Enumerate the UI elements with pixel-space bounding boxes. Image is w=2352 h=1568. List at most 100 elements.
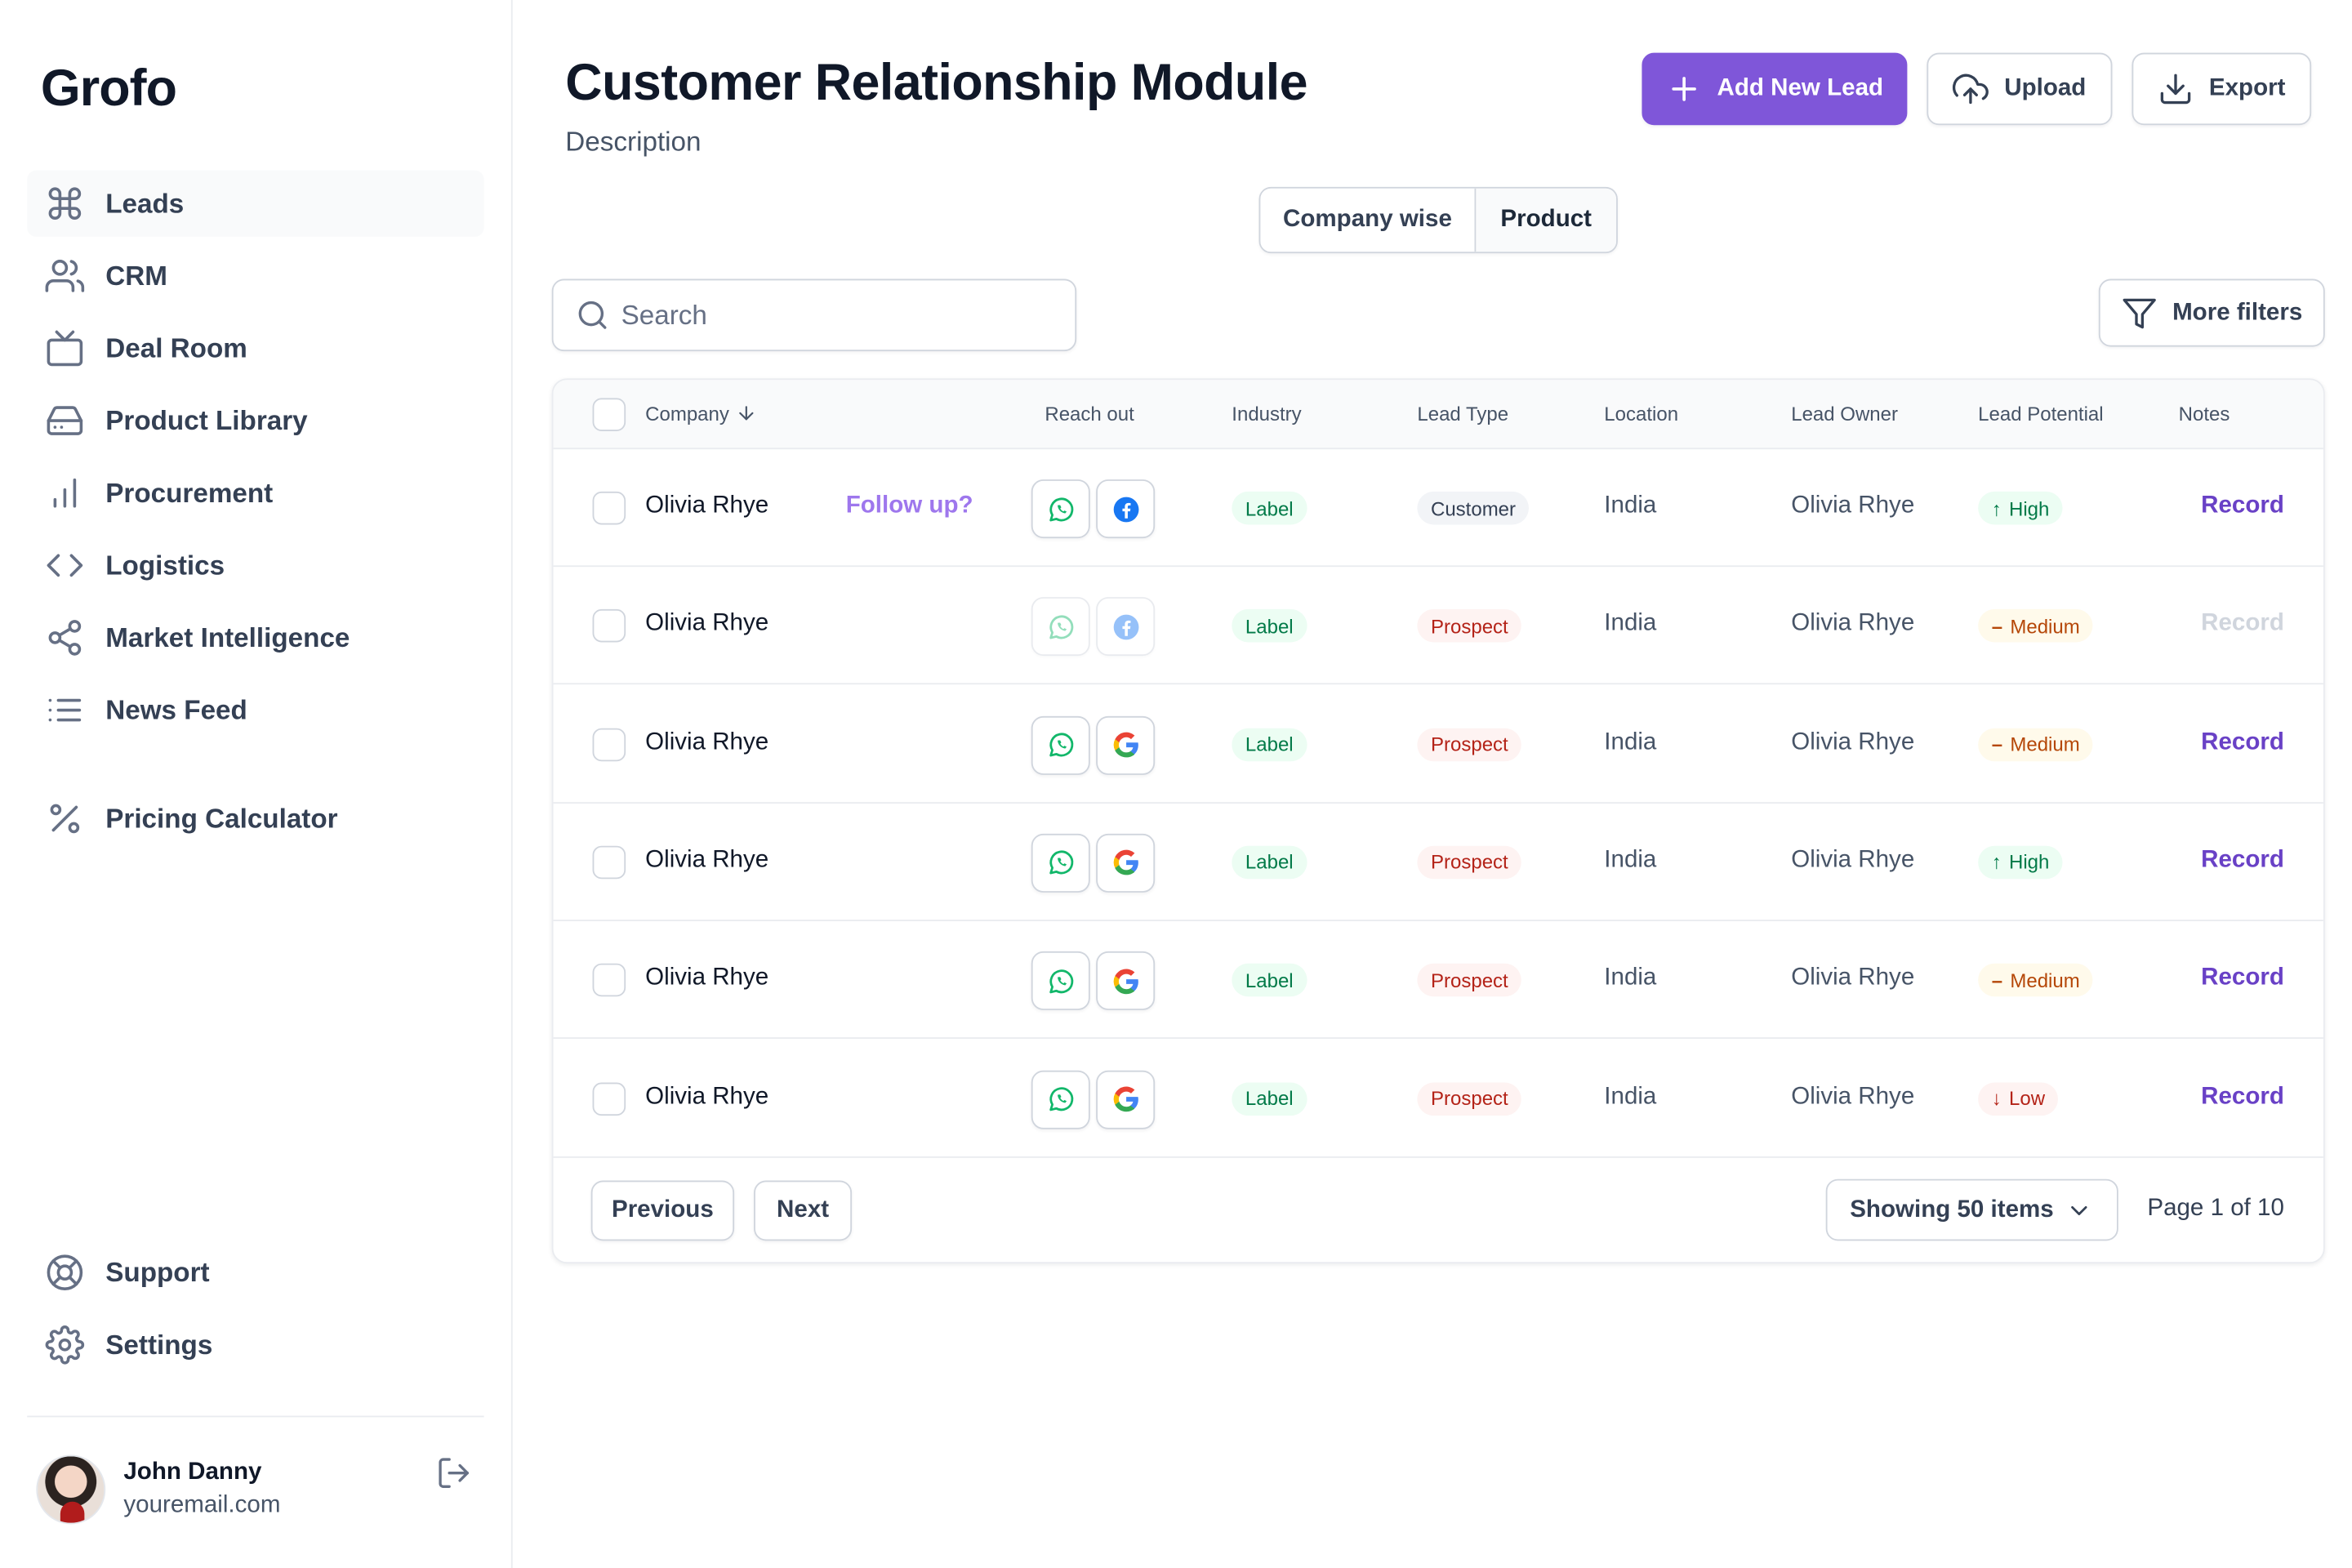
profile-email: youremail.com <box>123 1492 281 1519</box>
more-filters-button[interactable]: More filters <box>2098 278 2325 347</box>
facebook-icon <box>1111 494 1141 524</box>
sidebar-item-label: Settings <box>105 1329 213 1360</box>
lead-potential-label: Medium <box>2010 969 2080 992</box>
industry-badge: Label <box>1232 1081 1307 1116</box>
logout-icon[interactable] <box>436 1455 472 1491</box>
arrow-up-icon: ↑ <box>1991 497 2002 519</box>
google-icon <box>1111 1084 1141 1114</box>
sidebar-item-leads[interactable]: Leads <box>27 170 484 237</box>
record-link[interactable]: Record <box>2201 1083 2284 1109</box>
sidebar-item-pricing-calculator[interactable]: Pricing Calculator <box>27 786 483 852</box>
row-checkbox[interactable] <box>592 727 626 761</box>
company-name: Olivia Rhye <box>645 964 769 991</box>
whatsapp-button[interactable] <box>1031 1069 1090 1129</box>
company-name: Olivia Rhye <box>645 728 769 755</box>
row-checkbox[interactable] <box>592 964 626 997</box>
location-text: India <box>1604 492 1657 519</box>
location-text: India <box>1604 1083 1657 1109</box>
lead-type-badge: Prospect <box>1417 609 1522 644</box>
minus-icon: – <box>1991 969 2003 992</box>
arrow-down-icon <box>738 406 753 421</box>
bar-chart-icon <box>45 474 84 513</box>
row-checkbox[interactable] <box>592 1081 626 1116</box>
facebook-button[interactable] <box>1096 597 1156 657</box>
list-icon <box>45 691 84 730</box>
page-size-label: Showing 50 items <box>1850 1196 2054 1223</box>
sidebar-item-procurement[interactable]: Procurement <box>27 460 483 526</box>
whatsapp-button[interactable] <box>1031 597 1090 657</box>
lead-owner-text: Olivia Rhye <box>1791 611 1915 637</box>
sidebar-item-product-library[interactable]: Product Library <box>27 387 483 453</box>
sidebar-item-settings[interactable]: Settings <box>27 1312 483 1378</box>
google-button[interactable] <box>1096 1069 1156 1129</box>
sidebar-item-label: Product Library <box>105 404 308 435</box>
facebook-icon <box>1111 612 1141 642</box>
google-button[interactable] <box>1096 833 1156 893</box>
record-link[interactable]: Record <box>2201 492 2284 519</box>
sidebar-item-label: Leads <box>105 187 185 218</box>
row-checkbox[interactable] <box>592 845 626 880</box>
sidebar-item-news-feed[interactable]: News Feed <box>27 677 483 743</box>
row-checkbox[interactable] <box>592 491 626 525</box>
sidebar-item-logistics[interactable]: Logistics <box>27 532 483 599</box>
upload-button[interactable]: Upload <box>1927 52 2113 126</box>
industry-badge: Label <box>1232 727 1307 761</box>
lead-potential-label: Medium <box>2010 733 2080 756</box>
download-icon <box>2161 74 2191 105</box>
lead-potential-label: Low <box>2008 1087 2046 1110</box>
record-link[interactable]: Record <box>2201 611 2284 637</box>
toggle-product[interactable]: Product <box>1476 188 1617 252</box>
whatsapp-icon <box>1045 730 1076 760</box>
profile-name: John Danny <box>123 1459 262 1486</box>
sidebar-item-label: Pricing Calculator <box>105 803 338 833</box>
export-label: Export <box>2208 75 2286 101</box>
view-toggle: Company wise Product <box>1258 186 1618 254</box>
lead-potential-badge: –Medium <box>1978 609 2094 644</box>
arrow-up-icon: ↑ <box>1991 850 2002 874</box>
next-button[interactable]: Next <box>754 1180 853 1241</box>
sidebar-item-label: Support <box>105 1256 210 1287</box>
follow-up-link[interactable]: Follow up? <box>845 492 973 519</box>
whatsapp-button[interactable] <box>1031 479 1090 539</box>
arrow-down-icon: ↓ <box>1991 1087 2002 1110</box>
select-all-checkbox[interactable] <box>592 398 626 431</box>
export-button[interactable]: Export <box>2132 52 2312 126</box>
column-company[interactable]: Company <box>645 403 756 425</box>
company-name: Olivia Rhye <box>645 492 769 519</box>
lead-type-badge: Prospect <box>1417 845 1522 880</box>
previous-button[interactable]: Previous <box>590 1180 735 1241</box>
column-location: Location <box>1604 402 1679 425</box>
sidebar-item-support[interactable]: Support <box>27 1240 483 1306</box>
table-footer: Previous Next Showing 50 items Page 1 of… <box>554 1158 2323 1262</box>
page-indicator: Page 1 of 10 <box>2147 1195 2284 1222</box>
industry-badge: Label <box>1232 964 1307 997</box>
lead-owner-text: Olivia Rhye <box>1791 492 1915 519</box>
facebook-button[interactable] <box>1096 479 1156 539</box>
search-icon <box>578 301 607 329</box>
record-link[interactable]: Record <box>2201 728 2284 755</box>
life-buoy-icon <box>45 1253 84 1292</box>
sidebar-item-deal-room[interactable]: Deal Room <box>27 315 483 381</box>
add-new-lead-button[interactable]: Add New Lead <box>1642 52 1908 126</box>
google-button[interactable] <box>1096 715 1156 775</box>
row-checkbox[interactable] <box>592 609 626 644</box>
sidebar-item-crm[interactable]: CRM <box>27 243 483 309</box>
google-button[interactable] <box>1096 951 1156 1011</box>
whatsapp-button[interactable] <box>1031 715 1090 775</box>
hard-drive-icon <box>45 401 84 440</box>
page-size-select[interactable]: Showing 50 items <box>1825 1178 2118 1241</box>
share-icon <box>45 618 84 657</box>
page-title: Customer Relationship Module <box>565 54 1307 112</box>
toggle-company-wise[interactable]: Company wise <box>1260 188 1477 252</box>
lead-type-badge: Prospect <box>1417 727 1522 761</box>
whatsapp-button[interactable] <box>1031 833 1090 893</box>
search-input[interactable] <box>621 299 1044 332</box>
sidebar-item-market-intelligence[interactable]: Market Intelligence <box>27 604 483 670</box>
record-link[interactable]: Record <box>2201 964 2284 991</box>
column-company-label: Company <box>645 402 729 425</box>
location-text: India <box>1604 847 1657 873</box>
record-link[interactable]: Record <box>2201 847 2284 873</box>
whatsapp-button[interactable] <box>1031 951 1090 1011</box>
